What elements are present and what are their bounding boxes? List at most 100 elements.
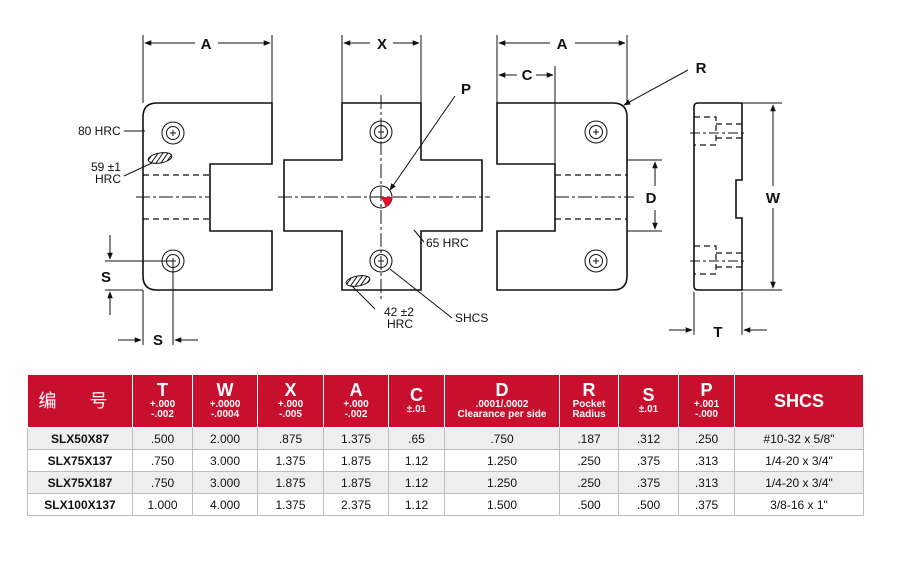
cell-shcs: 1/4-20 x 3/4": [734, 471, 864, 494]
cell-s: .375: [618, 471, 679, 494]
header-x-label: X: [284, 380, 297, 401]
cell-x: 1.875: [257, 471, 324, 494]
label-r: R: [696, 60, 707, 77]
label-p: P: [461, 81, 471, 98]
cell-s: .375: [618, 449, 679, 472]
dim-d: D: [646, 190, 657, 207]
technical-drawing: A 80 HRC 59 ±1 HRC S S: [78, 35, 782, 349]
cell-a: 1.375: [323, 427, 389, 450]
cell-x: .875: [257, 427, 324, 450]
note-42-hrc-1: 42 ±2: [384, 305, 414, 319]
cell-p: .313: [678, 471, 735, 494]
cell-t: .750: [132, 471, 193, 494]
cell-r: .500: [559, 493, 619, 516]
center-bottom-bolt-icon: [369, 249, 393, 273]
note-42-hrc-2: HRC: [387, 317, 413, 331]
left-top-bolt-icon: [161, 121, 185, 145]
cell-a: 1.875: [323, 449, 389, 472]
cell-w: 4.000: [192, 493, 258, 516]
cell-d: 1.250: [444, 449, 560, 472]
cell-shcs: #10-32 x 5/8": [734, 427, 864, 450]
right-top-bolt-icon: [584, 120, 608, 144]
note-59-hrc-1: 59 ±1: [91, 160, 121, 174]
cell-p: .375: [678, 493, 735, 516]
header-a-sub: +.000: [343, 398, 369, 410]
header-r-sub: Radius: [572, 409, 606, 421]
cell-code: SLX100X137: [27, 493, 133, 516]
cell-d: .750: [444, 427, 560, 450]
header-s-label: S: [642, 385, 655, 406]
dim-c: C: [522, 67, 533, 84]
cell-r: .187: [559, 427, 619, 450]
cell-r: .250: [559, 471, 619, 494]
header-d-sub: Clearance per side: [457, 409, 547, 421]
header-t-label: T: [157, 380, 168, 401]
note-shcs: SHCS: [455, 311, 488, 325]
left-block: [136, 102, 273, 291]
side-view: [690, 102, 746, 291]
header-t-sub: +.000: [149, 398, 176, 410]
cell-a: 1.875: [323, 471, 389, 494]
header-x-sub: -.005: [279, 409, 302, 421]
header-r-sub: Pocket: [572, 398, 606, 410]
cell-d: 1.250: [444, 471, 560, 494]
cell-c: .65: [388, 427, 445, 450]
cell-c: 1.12: [388, 449, 445, 472]
header-a-label: A: [349, 380, 363, 401]
cell-s: .500: [618, 493, 679, 516]
header-t: T+.000-.002: [132, 374, 193, 428]
cell-w: 2.000: [192, 427, 258, 450]
header-shcs: SHCS: [734, 374, 864, 428]
pin-hole-p-icon: [369, 185, 393, 209]
note-80-hrc: 80 HRC: [78, 124, 121, 138]
header-r-label: R: [582, 380, 596, 401]
cell-d: 1.500: [444, 493, 560, 516]
cell-w: 3.000: [192, 471, 258, 494]
cell-t: .500: [132, 427, 193, 450]
center-top-bolt-icon: [369, 120, 393, 144]
header-p-sub: +.001: [693, 398, 720, 410]
right-bottom-bolt-icon: [584, 249, 608, 273]
cell-a: 2.375: [323, 493, 389, 516]
center-cross: [278, 95, 490, 300]
header-x-sub: +.000: [277, 398, 304, 410]
dim-s-horizontal: S: [153, 332, 163, 349]
header-w-sub: -.0004: [210, 409, 240, 421]
header-x: X+.000-.005: [257, 374, 324, 428]
dim-w: W: [766, 190, 781, 207]
cell-s: .312: [618, 427, 679, 450]
header-p: P+.001-.000: [678, 374, 735, 428]
header-code-label: 编 号: [38, 390, 122, 411]
dim-s-vertical: S: [101, 269, 111, 286]
header-d-label: D: [495, 380, 509, 401]
cell-shcs: 1/4-20 x 3/4": [734, 449, 864, 472]
cell-code: SLX50X87: [27, 427, 133, 450]
header-w-label: W: [216, 380, 234, 401]
header-c-sub: ±.01: [406, 404, 427, 416]
cell-p: .313: [678, 449, 735, 472]
cell-c: 1.12: [388, 471, 445, 494]
header-c-label: C: [410, 385, 423, 406]
header-shcs-label: SHCS: [773, 390, 824, 411]
header-w-sub: +.0000: [209, 398, 241, 410]
cell-c: 1.12: [388, 493, 445, 516]
cell-x: 1.375: [257, 493, 324, 516]
cell-t: .750: [132, 449, 193, 472]
header-a-sub: -.002: [344, 409, 368, 421]
cell-code: SLX75X137: [27, 449, 133, 472]
note-59-hrc-2: HRC: [95, 172, 121, 186]
header-c: C±.01: [388, 374, 445, 428]
cell-code: SLX75X187: [27, 471, 133, 494]
header-p-label: P: [700, 380, 713, 401]
cell-shcs: 3/8-16 x 1": [734, 493, 864, 516]
header-code: 编 号: [27, 374, 133, 428]
